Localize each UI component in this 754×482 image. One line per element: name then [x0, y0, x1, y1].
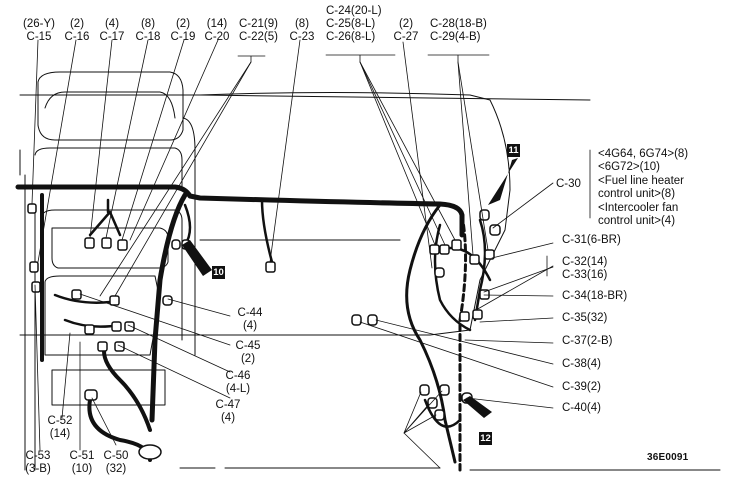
c32-line: C-32(14) — [562, 256, 608, 268]
c30-variant: control unit>(8) — [598, 188, 676, 201]
label-c15: (26-Y) C-15 — [20, 18, 58, 44]
grommets — [182, 158, 518, 418]
c18-spec: (8) — [140, 18, 156, 30]
c53-spec: (3-B) — [25, 463, 51, 475]
c21-line: C-21(9) — [239, 18, 278, 30]
c47-spec: (4) — [220, 412, 236, 424]
c30-variant: <6G72>(10) — [598, 161, 661, 174]
c53-id: C-53 — [25, 450, 51, 462]
label-c47: C-47 (4) — [208, 399, 248, 425]
c17-id: C-17 — [99, 31, 125, 43]
label-c30-variants: <4G64, 6G74>(8) <6G72>(10) <Fuel line he… — [598, 148, 688, 228]
c46-id: C-46 — [225, 370, 251, 382]
callout-badge-10: 10 — [212, 266, 225, 279]
callout-badge-11: 11 — [507, 144, 520, 157]
label-c40: C-40(4) — [562, 402, 601, 414]
c30-variant: <Intercooler fan — [598, 201, 679, 214]
label-c44: C-44 (4) — [230, 307, 270, 333]
c44-id: C-44 — [237, 307, 263, 319]
leader-lines — [31, 39, 591, 469]
c47-id: C-47 — [215, 399, 241, 411]
c27-spec: (2) — [398, 18, 414, 30]
label-c46: C-46 (4-L) — [218, 370, 258, 396]
c45-id: C-45 — [235, 340, 261, 352]
c23-id: C-23 — [289, 31, 315, 43]
c52-id: C-52 — [47, 415, 73, 427]
c50-id: C-50 — [103, 450, 129, 462]
label-group-c24-c26: C-24(20-L) C-25(8-L) C-26(8-L) — [326, 5, 382, 44]
label-c20: (14) C-20 — [198, 18, 236, 44]
label-c34: C-34(18-BR) — [562, 290, 628, 302]
c19-id: C-19 — [170, 31, 196, 43]
c52-spec: (14) — [49, 428, 71, 440]
c15-spec: (26-Y) — [23, 18, 55, 30]
label-c35: C-35(32) — [562, 312, 608, 324]
c46-spec: (4-L) — [225, 383, 251, 395]
c26-line: C-26(8-L) — [326, 31, 376, 43]
c25-line: C-25(8-L) — [326, 18, 376, 30]
label-c45: C-45 (2) — [228, 340, 268, 366]
label-c27: (2) C-27 — [387, 18, 425, 44]
label-group-c21-c22: C-21(9) C-22(5) — [239, 18, 278, 44]
c27-id: C-27 — [393, 31, 419, 43]
c16-spec: (2) — [69, 18, 85, 30]
c29-line: C-29(4-B) — [430, 31, 481, 43]
label-c17: (4) C-17 — [93, 18, 131, 44]
c16-id: C-16 — [64, 31, 90, 43]
label-c31: C-31(6-BR) — [562, 234, 621, 246]
c30-variant: control unit>(4) — [598, 215, 676, 228]
c44-spec: (4) — [242, 320, 258, 332]
c17-spec: (4) — [104, 18, 120, 30]
label-c18: (8) C-18 — [129, 18, 167, 44]
c15-id: C-15 — [26, 31, 52, 43]
label-c16: (2) C-16 — [58, 18, 96, 44]
c51-id: C-51 — [69, 450, 95, 462]
label-c51: C-51 (10) — [62, 450, 102, 476]
c50-spec: (32) — [105, 463, 127, 475]
c20-spec: (14) — [206, 18, 228, 30]
c30-variant: <4G64, 6G74>(8) — [598, 148, 689, 160]
label-c53: C-53 (3-B) — [16, 450, 60, 476]
label-c19: (2) C-19 — [164, 18, 202, 44]
figure-code: 36E0091 — [647, 452, 689, 463]
label-c38: C-38(4) — [562, 358, 601, 370]
label-c39: C-39(2) — [562, 381, 601, 393]
callout-badge-12: 12 — [479, 432, 492, 445]
c20-id: C-20 — [204, 31, 230, 43]
label-c37: C-37(2-B) — [562, 335, 613, 347]
c24-line: C-24(20-L) — [326, 5, 382, 17]
c30-variant: <Fuel line heater — [598, 174, 684, 187]
label-c52: C-52 (14) — [40, 415, 80, 441]
c18-id: C-18 — [135, 31, 161, 43]
label-group-c32-c33: C-32(14) C-33(16) — [562, 256, 607, 282]
label-group-c28-c29: C-28(18-B) C-29(4-B) — [430, 18, 487, 44]
c23-spec: (8) — [294, 18, 310, 30]
c28-line: C-28(18-B) — [430, 18, 487, 30]
label-c50: C-50 (32) — [96, 450, 136, 476]
main-harness — [15, 184, 468, 472]
dashboard-outline — [19, 71, 721, 471]
c33-line: C-33(16) — [562, 269, 608, 281]
label-c23: (8) C-23 — [283, 18, 321, 44]
c19-spec: (2) — [175, 18, 191, 30]
c45-spec: (2) — [240, 353, 256, 365]
c22-line: C-22(5) — [239, 31, 278, 43]
label-c30-id: C-30 — [556, 178, 581, 190]
c51-spec: (10) — [71, 463, 93, 475]
